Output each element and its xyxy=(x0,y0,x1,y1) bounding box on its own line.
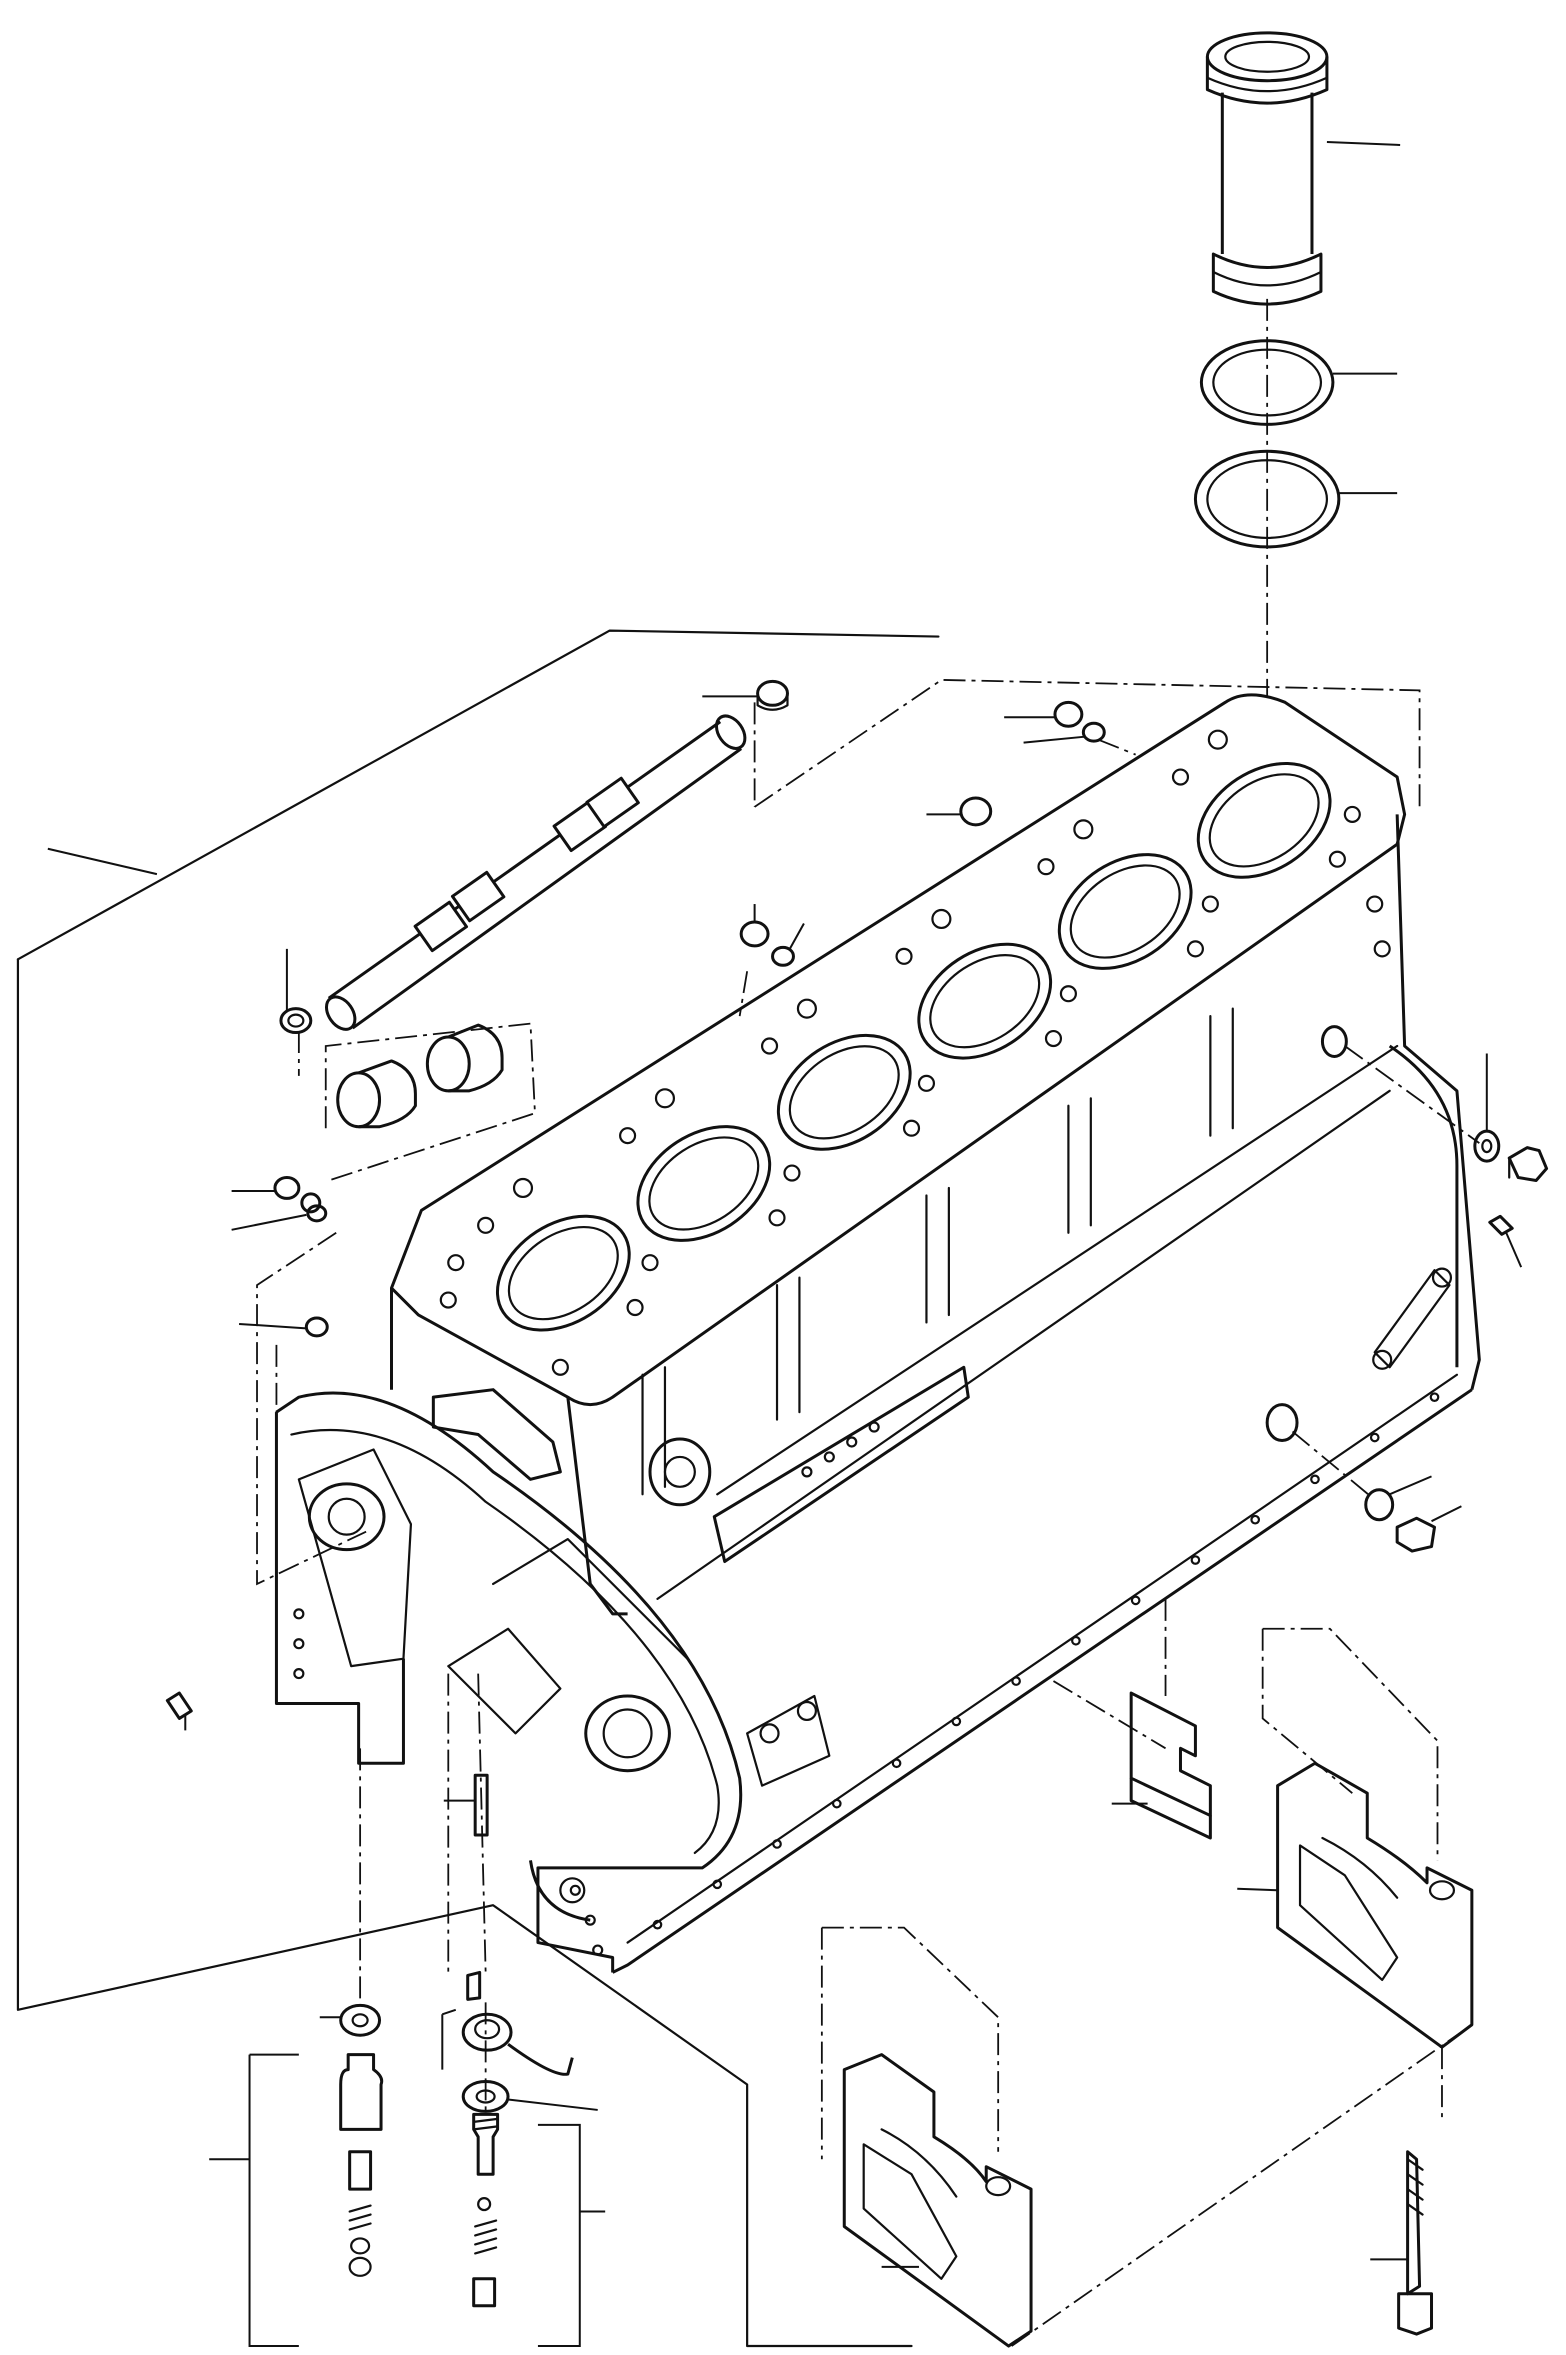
plug-icon xyxy=(239,1318,327,1336)
valve-icon xyxy=(209,2005,382,2346)
bushing-icon xyxy=(338,1061,416,1127)
seal-ring-icon xyxy=(1201,341,1397,425)
reference-frame xyxy=(18,631,938,2346)
dashed-box-camshaft xyxy=(299,680,1420,1076)
washer-icon xyxy=(1475,1053,1499,1161)
bolt-icon xyxy=(1370,2152,1431,2334)
tube-icon xyxy=(321,711,751,1035)
plug-icon xyxy=(281,949,311,1033)
shim-icon xyxy=(1112,1693,1211,1838)
plug-icon xyxy=(232,1178,320,1212)
cylinder-liner-icon xyxy=(1207,33,1400,304)
plug-icon xyxy=(232,1206,326,1230)
cylinder-bores xyxy=(476,740,1351,1354)
bushing-icon xyxy=(427,1025,502,1091)
plug-with-washer xyxy=(741,904,804,965)
seal-ring-icon xyxy=(1195,451,1397,547)
gear-case xyxy=(276,1393,740,1973)
pan-rail-holes xyxy=(654,1393,1438,1928)
cylinder-block-icon xyxy=(276,695,1479,1973)
nozzle-icon xyxy=(442,1972,605,2346)
deck-holes xyxy=(441,731,1390,1375)
plug-icon xyxy=(1366,1476,1462,1551)
plug-icon xyxy=(1004,702,1104,742)
bolt-icon xyxy=(1509,1148,1546,1181)
pin-icon xyxy=(167,1693,191,1730)
bearing-cap-icon xyxy=(844,2055,1031,2346)
plug-icon xyxy=(702,681,787,709)
pin-icon xyxy=(1490,1216,1521,1267)
bearing-cap-icon xyxy=(1237,1763,1472,2047)
plug-icon xyxy=(926,798,990,825)
